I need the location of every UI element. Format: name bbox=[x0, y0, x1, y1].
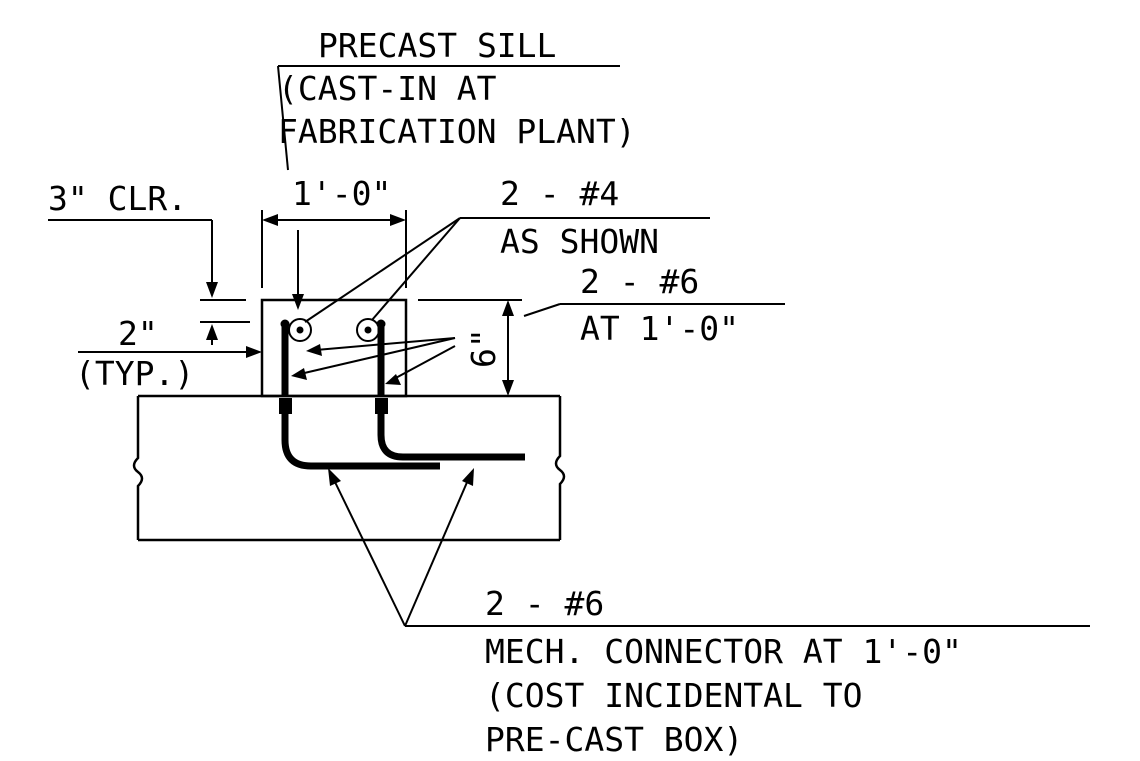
precast-sill-line-1: PRECAST SILL bbox=[318, 26, 556, 65]
precast-sill-line-2: (CAST-IN AT bbox=[278, 69, 497, 108]
connector-bars-line-1: 2 - #6 bbox=[485, 584, 604, 623]
connector-leader bbox=[328, 468, 1090, 627]
top-bars-line-1: 2 - #4 bbox=[500, 174, 619, 213]
dowel-bars-line-2: AT 1'-0" bbox=[580, 309, 739, 348]
dowel-bars-leader bbox=[523, 303, 785, 317]
top-bars-line-2: AS SHOWN bbox=[500, 222, 659, 261]
height-dimension bbox=[418, 299, 522, 396]
bar-cover-dimension bbox=[78, 321, 262, 358]
connector-bars bbox=[281, 414, 525, 470]
precast-sill-line-3: FABRICATION PLANT) bbox=[278, 112, 636, 151]
clear-cover-label: 3" CLR. bbox=[48, 179, 187, 218]
precast-sill-leader bbox=[277, 65, 620, 171]
width-dimension bbox=[261, 210, 407, 288]
connector-bars-line-4: PRE-CAST BOX) bbox=[485, 720, 743, 759]
connector-bars-line-2: MECH. CONNECTOR AT 1'-0" bbox=[485, 632, 962, 671]
dowel-bars-line-1: 2 - #6 bbox=[580, 262, 699, 301]
clear-cover-leader bbox=[48, 219, 304, 310]
top-bars-leader bbox=[304, 217, 710, 323]
sill-height-label: 6" bbox=[464, 328, 503, 368]
sill-width-label: 1'-0" bbox=[292, 174, 391, 213]
precast-box-slab bbox=[132, 394, 566, 542]
bar-cover-value: 2" bbox=[118, 314, 158, 353]
dowel-leader-arrows bbox=[291, 337, 456, 385]
connector-bars-line-3: (COST INCIDENTAL TO bbox=[485, 676, 863, 715]
top-rebar-circles bbox=[288, 318, 380, 342]
dowel-bars bbox=[279, 319, 388, 414]
bar-cover-typ: (TYP.) bbox=[75, 354, 194, 393]
